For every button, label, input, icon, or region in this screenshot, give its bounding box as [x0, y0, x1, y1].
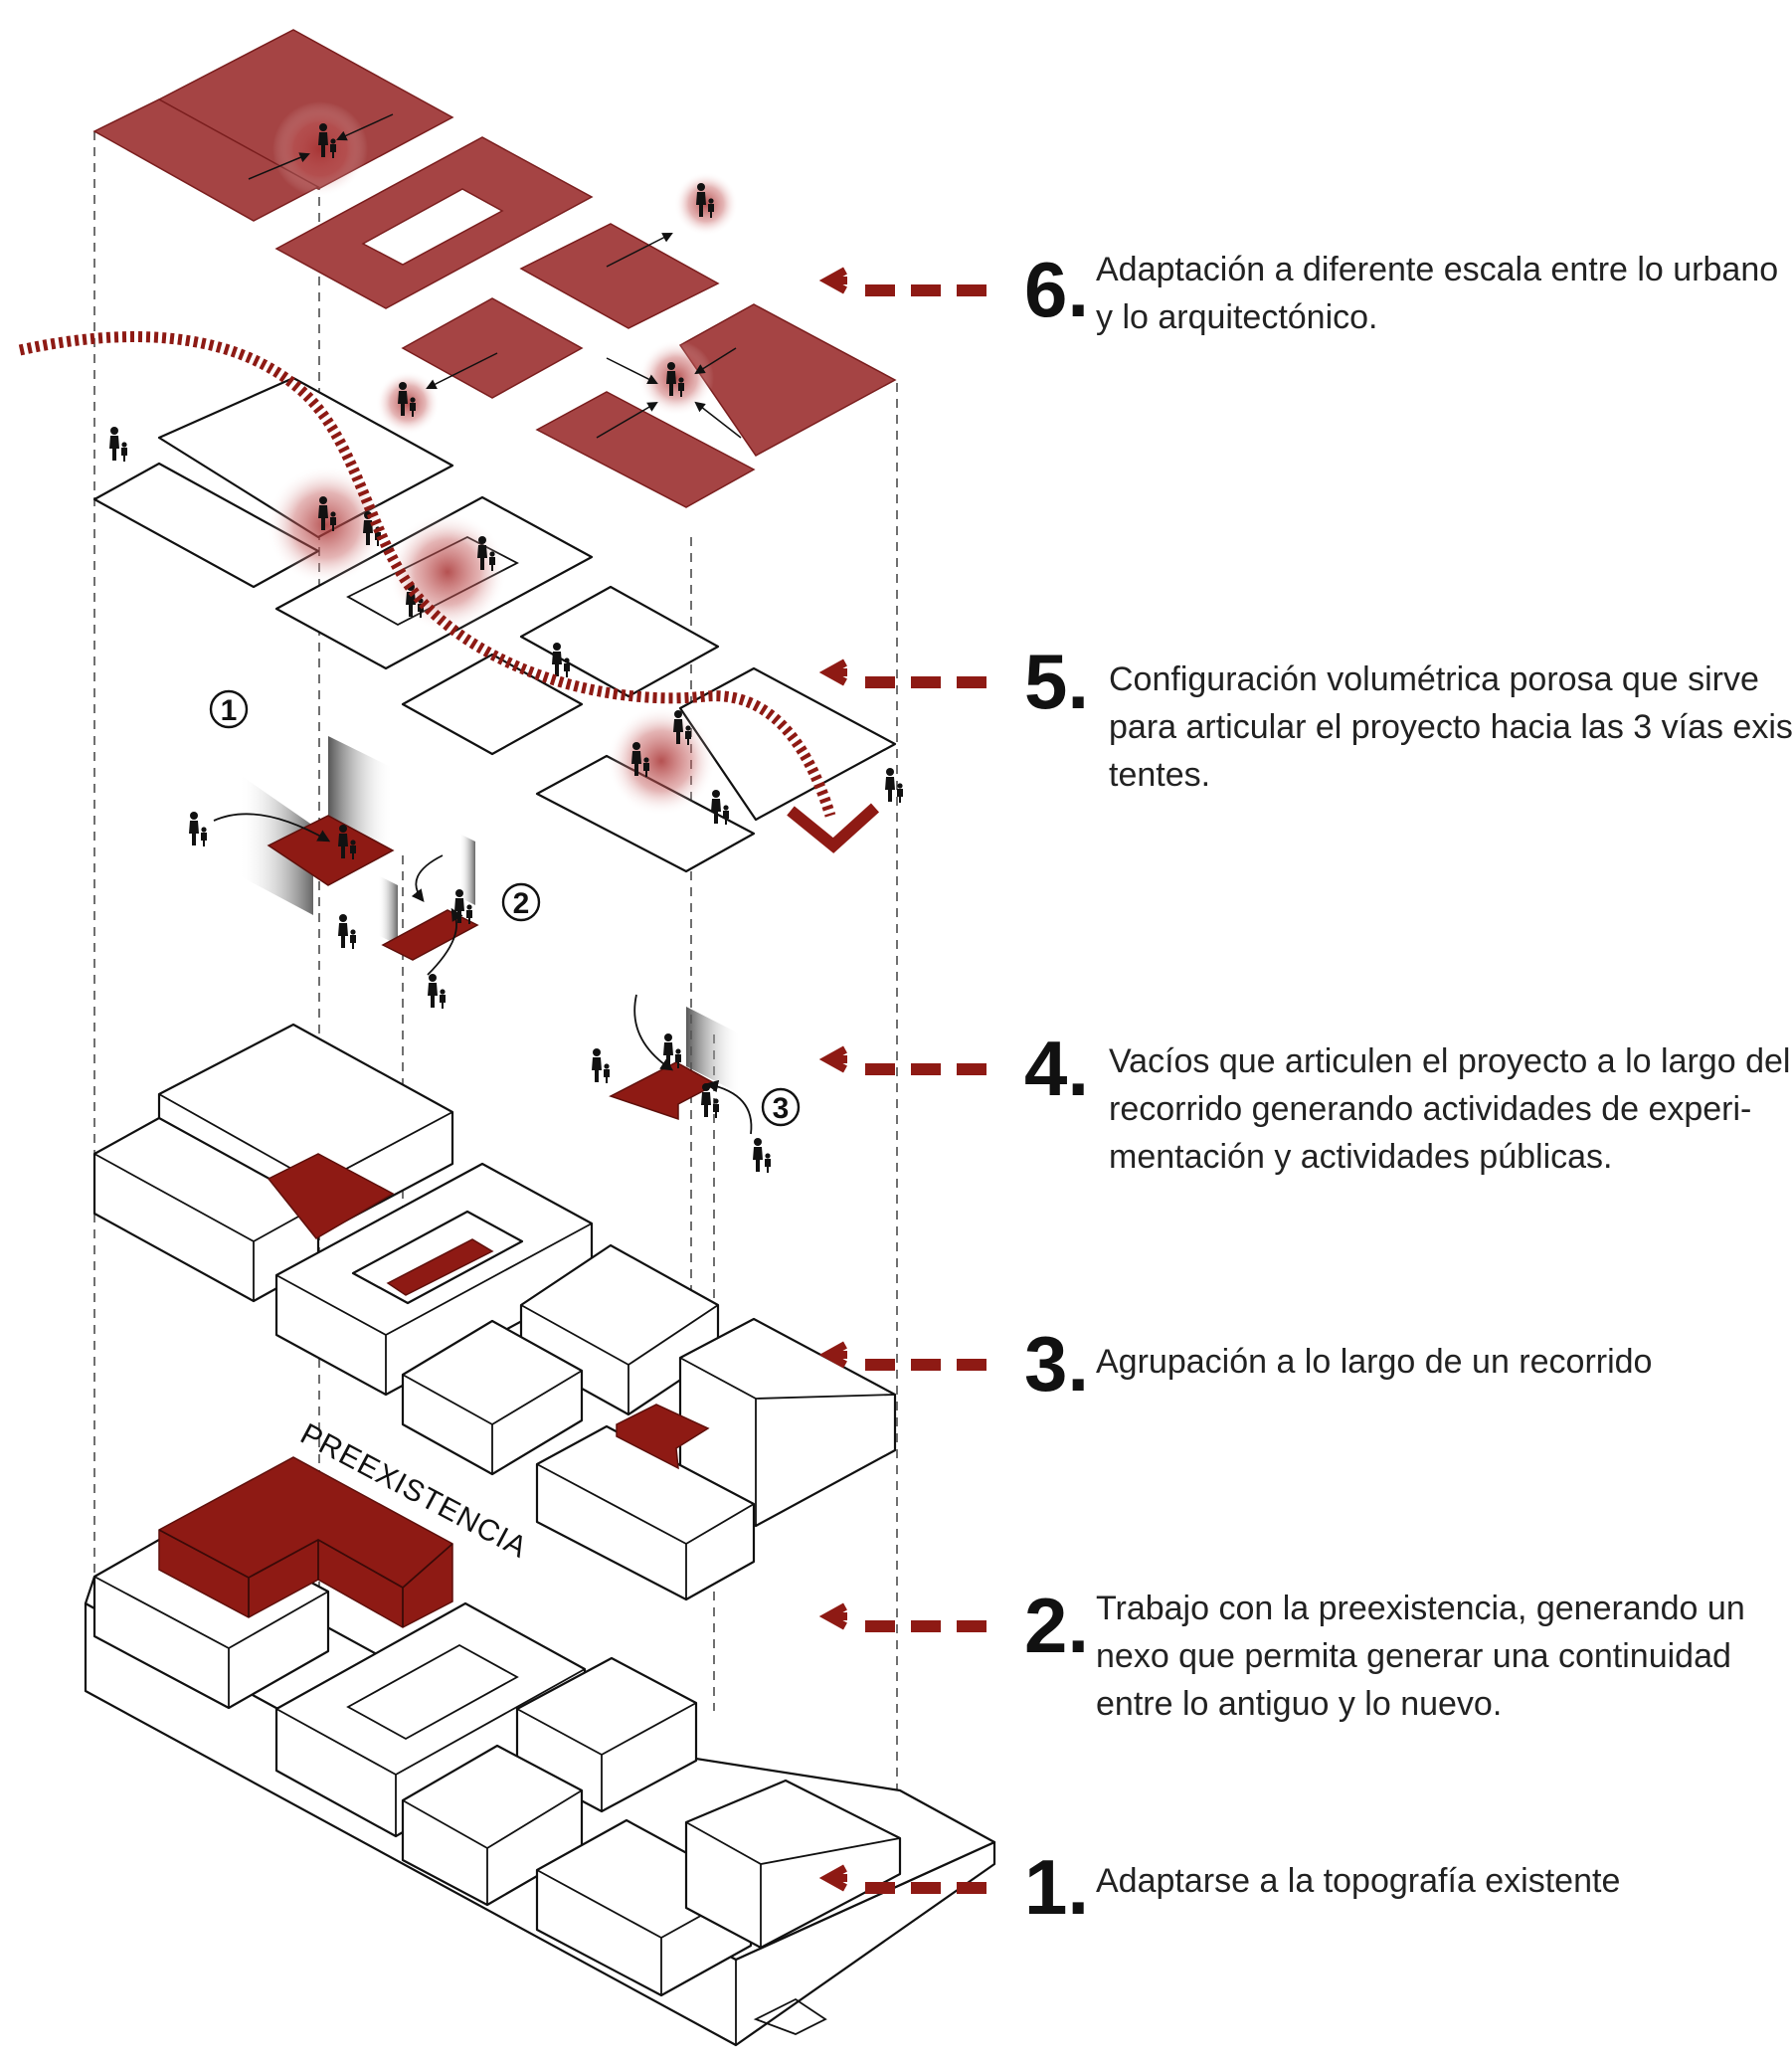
svg-text:Adaptación a diferente escala: Adaptación a diferente escala entre lo u… [1096, 251, 1778, 288]
svg-text:Vacíos que articulen el proye: Vacíos que articulen el proyecto a lo la… [1109, 1042, 1790, 1080]
badge-1: 1 [209, 689, 249, 729]
step-number-1: 1. [1024, 1843, 1089, 1931]
step-1: 1. Adaptarse a la topografía existente [818, 1843, 1620, 1931]
step-number-4: 4. [1024, 1025, 1089, 1112]
level-5-porous [92, 376, 903, 873]
route-path [18, 331, 880, 853]
level-4-voids: 1 2 3 [189, 689, 801, 1173]
step-number-3: 3. [1024, 1320, 1089, 1408]
svg-text:y lo arquitectónico.: y lo arquitectónico. [1096, 298, 1378, 336]
badge-2: 2 [501, 882, 541, 922]
svg-text:mentación y actividades públic: mentación y actividades públicas. [1109, 1138, 1613, 1176]
svg-text:Trabajo con la preexistencia,: Trabajo con la preexistencia, generando … [1096, 1590, 1745, 1627]
svg-text:nexo que permita generar una c: nexo que permita generar una continuidad [1096, 1637, 1731, 1675]
step-number-5: 5. [1024, 638, 1089, 725]
step-6: 6. Adaptación a diferente escala entre l… [818, 246, 1778, 336]
svg-text:Adaptarse a la topografía exis: Adaptarse a la topografía existente [1096, 1862, 1620, 1900]
step-2: 2. Trabajo con la preexistencia, generan… [818, 1582, 1745, 1723]
svg-text:2: 2 [513, 887, 530, 920]
badge-3: 3 [761, 1087, 801, 1127]
svg-text:entre lo antiguo y lo nuevo.: entre lo antiguo y lo nuevo. [1096, 1685, 1502, 1723]
svg-text:recorrido generando actividade: recorrido generando actividades de exper… [1109, 1090, 1751, 1128]
svg-text:1: 1 [221, 694, 238, 727]
step-number-2: 2. [1024, 1582, 1089, 1669]
svg-text:para articular el proyecto hac: para articular el proyecto hacia las 3 v… [1109, 708, 1792, 746]
svg-text:Configuración volumétrica poro: Configuración volumétrica porosa que sir… [1109, 660, 1759, 698]
svg-text:Agrupación a lo largo de un re: Agrupación a lo largo de un recorrido [1096, 1343, 1652, 1381]
step-5: 5. Configuración volumétrica porosa que … [818, 638, 1792, 794]
step-4: 4. Vacíos que articulen el proyecto a lo… [818, 1025, 1790, 1176]
step-number-6: 6. [1024, 246, 1089, 333]
level-1-topography [84, 1518, 996, 2047]
level-3-massing [92, 1023, 897, 1601]
svg-text:3: 3 [773, 1092, 790, 1125]
svg-text:tentes.: tentes. [1109, 756, 1210, 794]
step-3: 3. Agrupación a lo largo de un recorrido [818, 1320, 1652, 1408]
level-6-plates [92, 29, 897, 508]
